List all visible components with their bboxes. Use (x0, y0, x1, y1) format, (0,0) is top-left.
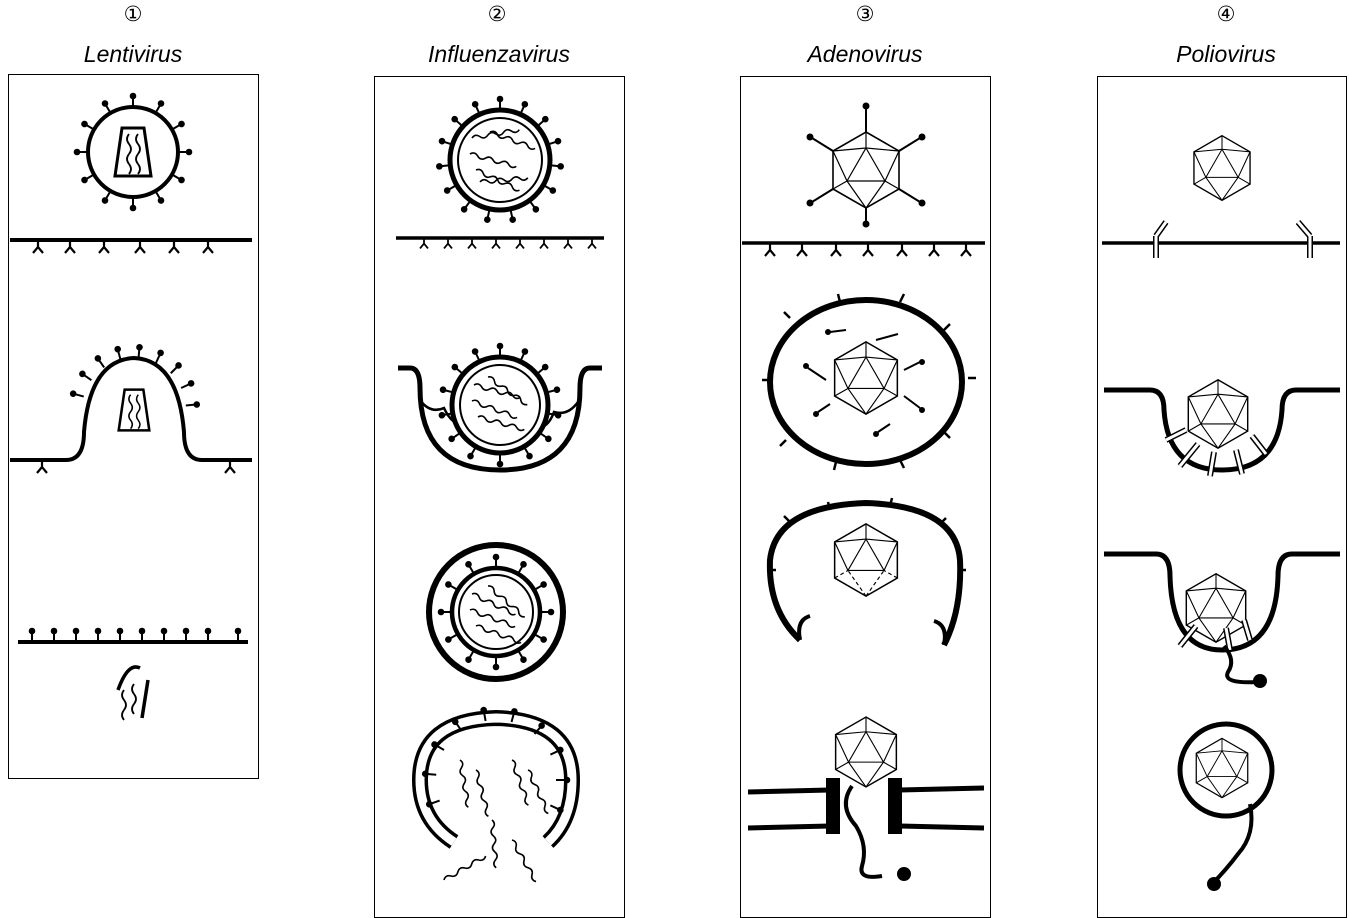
adenovirus-membrane-receptors (742, 243, 985, 256)
influenza-virion (436, 96, 565, 224)
lentivirus-fusion (10, 344, 252, 473)
adenovirus-endosome (762, 294, 976, 470)
lentivirus-membrane-receptors (10, 240, 252, 253)
influenza-endocytosis (398, 343, 602, 470)
adenovirus-endosome-lysis (768, 498, 966, 645)
poliovirus-membrane-receptors (1102, 222, 1340, 258)
lentivirus-uncoated-genome (18, 628, 248, 720)
poliovirus-genome-release (1180, 724, 1272, 891)
poliovirus-virion (1194, 136, 1250, 201)
lentivirus-virion (74, 93, 193, 212)
influenza-endosome (429, 545, 563, 679)
poliovirus-binding (1104, 380, 1340, 476)
adenovirus-virion (807, 103, 926, 228)
adenovirus-nuclear-pore (748, 717, 984, 881)
poliovirus-pore-formation (1104, 554, 1340, 688)
influenza-membrane-receptors (396, 238, 604, 248)
influenza-genome-release (420, 706, 572, 882)
